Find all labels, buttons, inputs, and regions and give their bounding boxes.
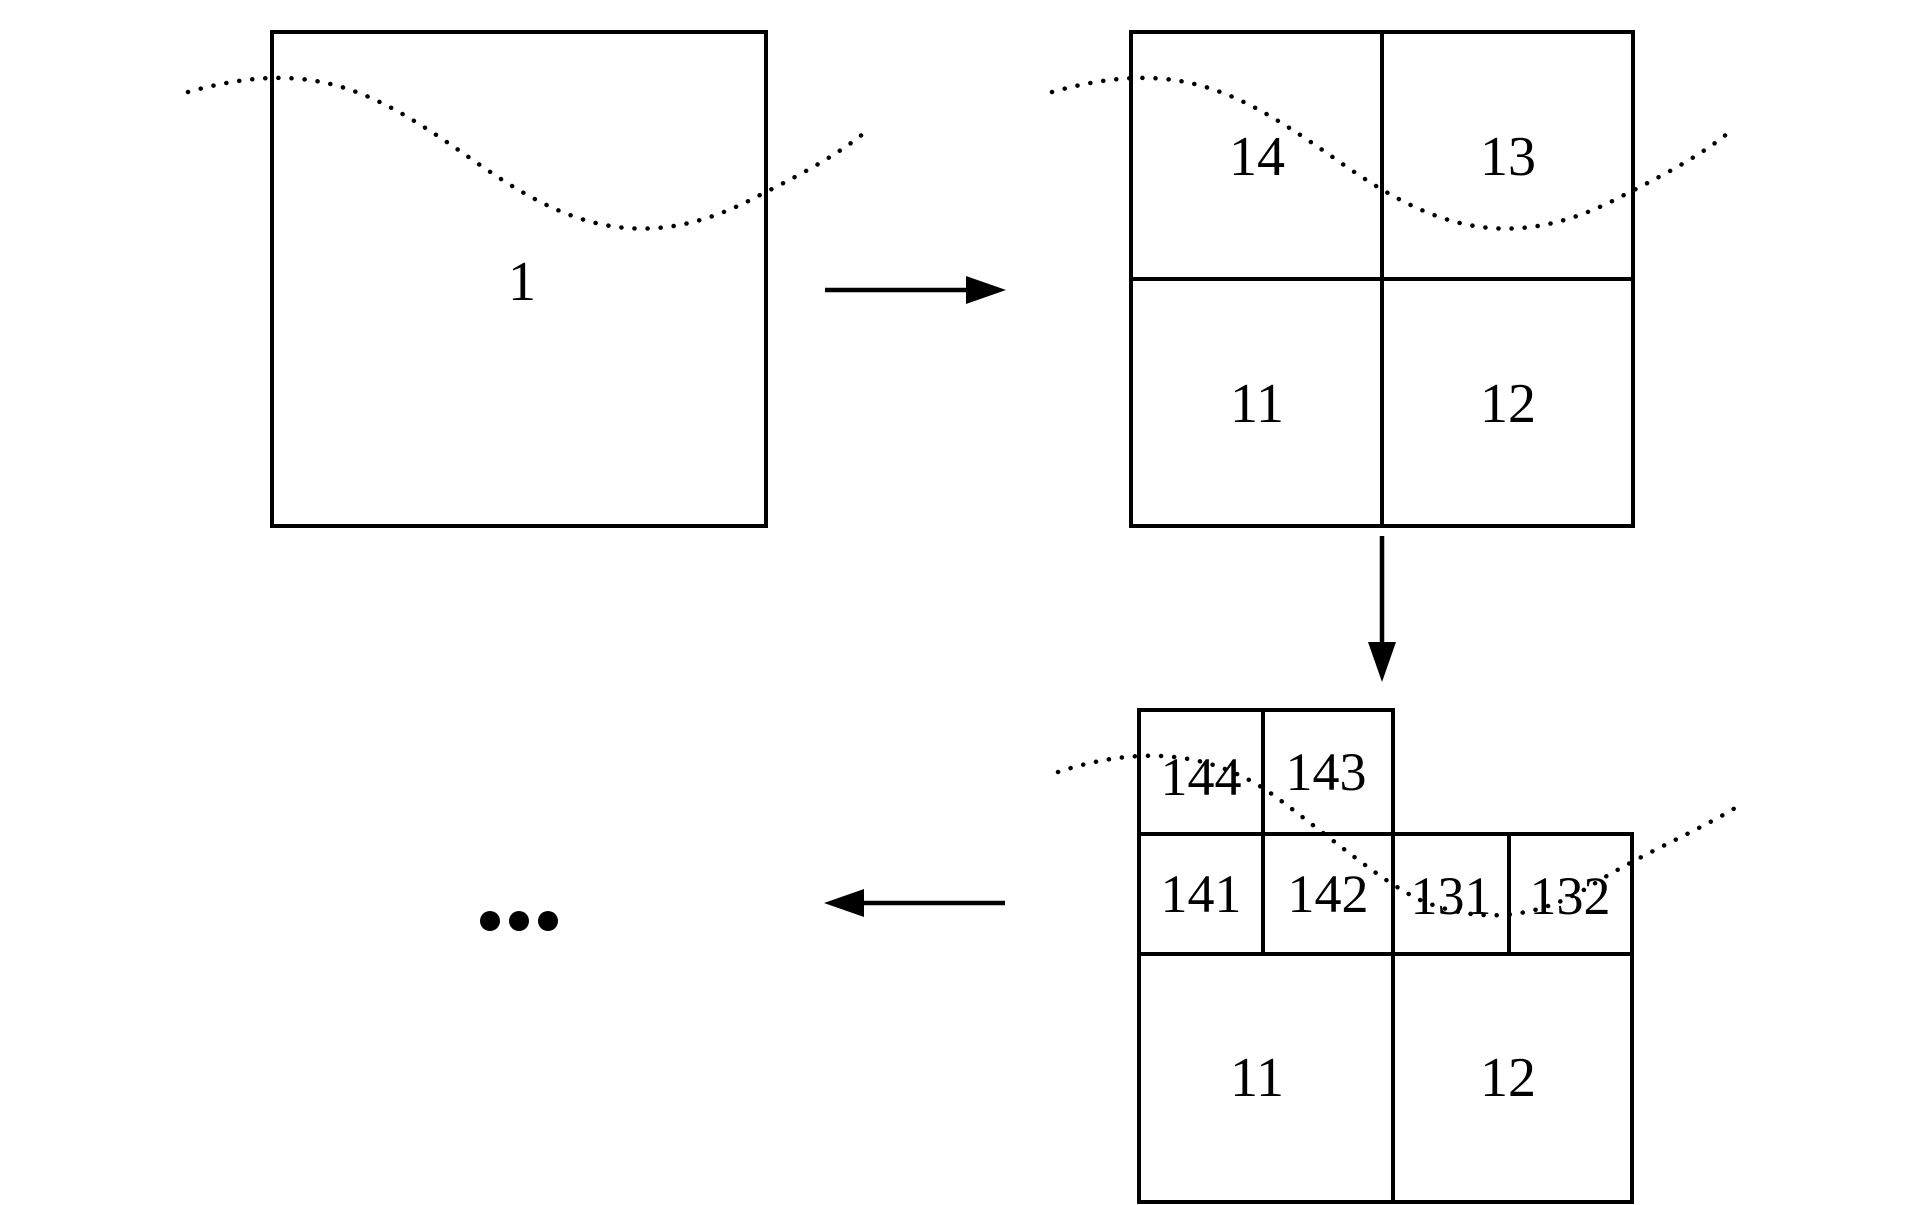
stage-1-cell xyxy=(270,30,768,528)
arrow-right xyxy=(825,276,1006,304)
stage-2-cell-label-12: 12 xyxy=(1480,373,1536,435)
ellipsis-dot-2 xyxy=(509,911,529,931)
stage-3-cell-label-144: 144 xyxy=(1161,747,1242,807)
stage-3-cell-12 xyxy=(1391,952,1634,1204)
stage-1: 1 xyxy=(185,30,873,528)
stage-2-cell-label-13: 13 xyxy=(1480,126,1536,188)
stage-2: 14 13 11 12 xyxy=(1049,30,1737,528)
stage-3-cell-label-143: 143 xyxy=(1286,742,1367,802)
stage-3-cell-label-132: 132 xyxy=(1530,866,1611,926)
arrow-left xyxy=(824,889,1005,917)
stage-2-cell-label-14: 14 xyxy=(1229,126,1285,188)
stage-3: 144 143 141 142 131 132 11 12 xyxy=(1055,708,1743,1204)
arrow-down-head xyxy=(1368,642,1396,682)
ellipsis-dot-3 xyxy=(538,911,558,931)
arrow-down xyxy=(1368,536,1396,682)
continuation-ellipsis xyxy=(480,911,558,931)
arrow-right-head xyxy=(966,276,1006,304)
arrow-left-head xyxy=(824,889,864,917)
stage-3-cell-label-11: 11 xyxy=(1230,1047,1284,1109)
stage-1-cell-label: 1 xyxy=(508,251,536,313)
stage-3-boundary-curve xyxy=(1055,753,1743,918)
stage-3-cell-label-141: 141 xyxy=(1161,864,1242,924)
stage-3-cell-label-142: 142 xyxy=(1288,864,1369,924)
ellipsis-dot-1 xyxy=(480,911,500,931)
stage-3-cell-label-131: 131 xyxy=(1411,866,1492,926)
stage-2-cell-label-11: 11 xyxy=(1230,373,1284,435)
stage-3-cell-label-12: 12 xyxy=(1480,1047,1536,1109)
